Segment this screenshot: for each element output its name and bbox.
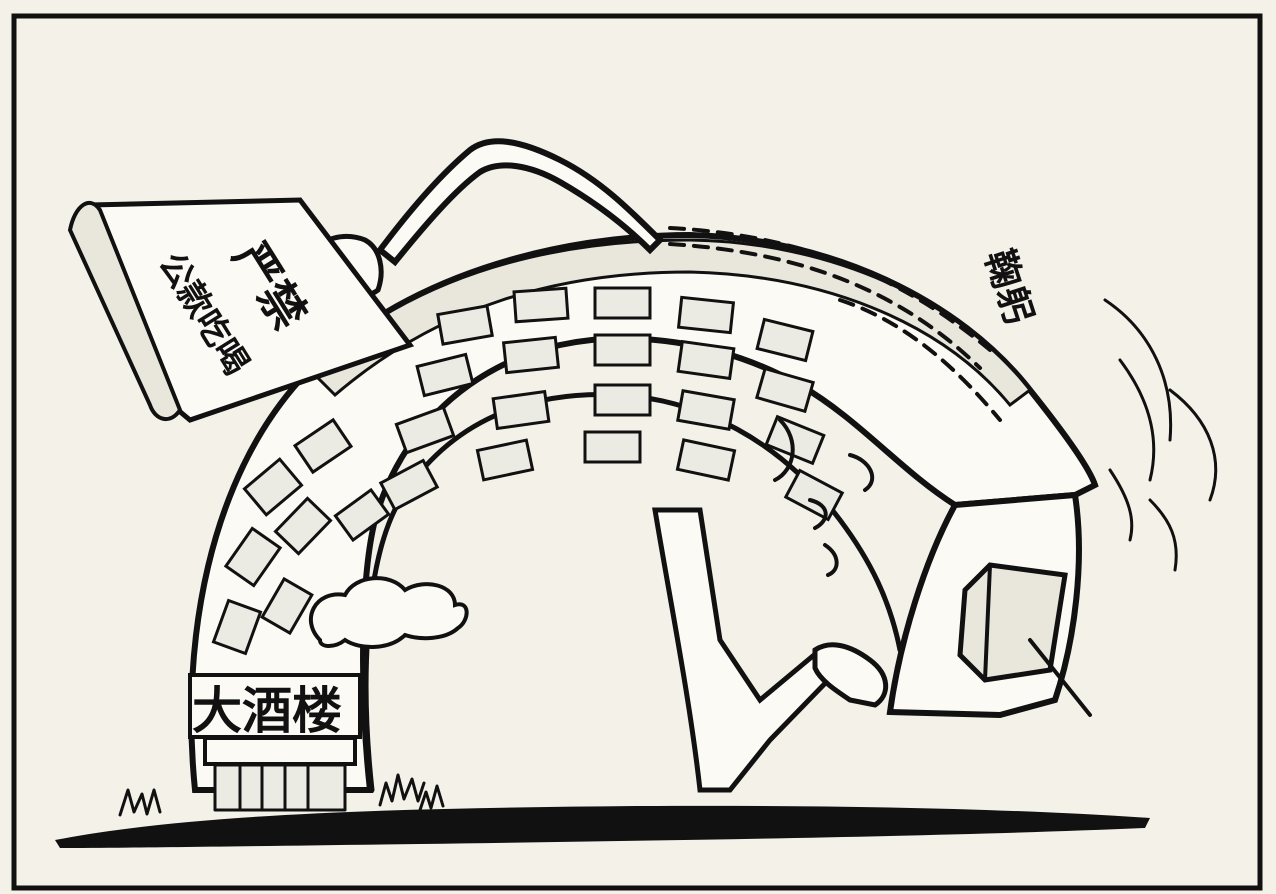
frame-border [11, 13, 1263, 891]
tongue-line [1028, 638, 1092, 717]
entrance-canopy [203, 736, 357, 766]
door-box-edge [983, 563, 992, 682]
face-marks [773, 418, 875, 577]
grass-tufts [118, 773, 445, 817]
cloud [308, 576, 469, 649]
raised-arm [375, 138, 665, 267]
building-windows [211, 286, 845, 656]
entrance-doors [213, 763, 347, 812]
ground [55, 805, 1150, 848]
roof-dashes [668, 226, 1002, 422]
building-sign: 大酒楼 [192, 682, 342, 740]
motion-lines [1103, 298, 1218, 572]
lower-hand [812, 642, 889, 708]
roof-band [307, 238, 1033, 408]
held-sign-roll [67, 201, 183, 421]
